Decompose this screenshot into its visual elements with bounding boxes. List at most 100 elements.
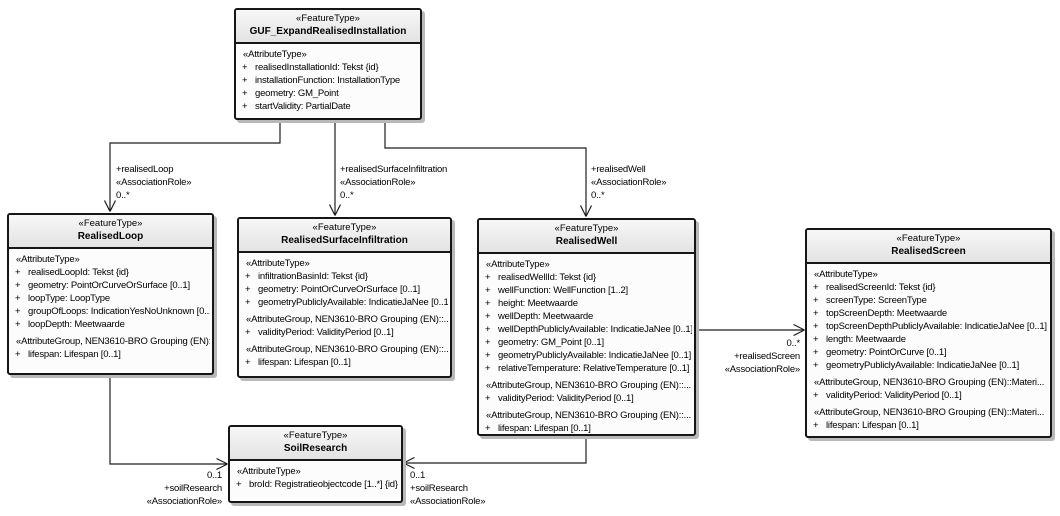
visibility-marker: + — [485, 337, 491, 348]
connector-realisedwell-to-soilresearch — [403, 436, 587, 470]
multiplicity: 0..* — [340, 190, 354, 201]
visibility-marker: + — [813, 295, 819, 306]
class-stereotype: «FeatureType» — [896, 233, 961, 244]
connector-realisedloop-to-soilresearch — [109, 375, 228, 471]
visibility-marker: + — [15, 319, 21, 330]
class-stereotype: «FeatureType» — [296, 13, 360, 24]
attributegroup-stereotype: «AttributeGroup, NEN3610-BRO Grouping (E… — [814, 407, 1045, 418]
visibility-marker: + — [15, 280, 21, 291]
visibility-marker: + — [245, 327, 251, 338]
attribute-row: +length: Meetwaarde — [813, 334, 906, 345]
visibility-marker: + — [245, 357, 251, 368]
visibility-marker: + — [242, 62, 248, 73]
visibility-marker: + — [245, 297, 251, 308]
role-name: +realisedWell — [591, 164, 646, 175]
associationrole-stereotype: «AssociationRole» — [410, 496, 486, 507]
attribute-row: +realisedWellId: Tekst {id} — [485, 272, 596, 283]
associationrole-stereotype: «AssociationRole» — [146, 496, 222, 507]
attribute-row: +loopDepth: Meetwaarde — [15, 319, 125, 330]
class-stereotype: «FeatureType» — [554, 223, 619, 234]
attributegroup-stereotype: «AttributeGroup, NEN3610-BRO Grouping (E… — [486, 380, 691, 391]
visibility-marker: + — [236, 479, 242, 490]
attributes-compartment: «AttributeType» +infiltrationBasinId: Te… — [239, 253, 450, 371]
visibility-marker: + — [813, 347, 819, 358]
attribute-row: +geometryPubliclyAvailable: IndicatieJaN… — [813, 360, 1020, 371]
visibility-marker: + — [813, 334, 819, 345]
class-stereotype: «FeatureType» — [283, 430, 348, 441]
multiplicity: 0..* — [116, 190, 130, 201]
uml-class-realisedwell[interactable]: «FeatureType» RealisedWell «AttributeTyp… — [477, 218, 696, 436]
attributetype-stereotype: «AttributeType» — [237, 466, 301, 477]
attributetype-stereotype: «AttributeType» — [486, 259, 550, 270]
visibility-marker: + — [245, 284, 251, 295]
class-title: «FeatureType» RealisedWell — [479, 220, 694, 254]
attribute-row: +realisedScreenId: Tekst {id} — [813, 282, 936, 293]
attribute-row: +topScreenDepthPubliclyAvailable: Indica… — [813, 321, 1047, 332]
multiplicity: 0..* — [591, 190, 605, 201]
uml-class-realisedsurfaceinfiltration[interactable]: «FeatureType» RealisedSurfaceInfiltratio… — [237, 217, 452, 378]
attribute-row: +wellFunction: WellFunction [1..2] — [485, 285, 628, 296]
assoc-label-realisedscreen: 0..* +realisedScreen «AssociationRole» — [688, 337, 800, 376]
uml-class-realisedloop[interactable]: «FeatureType» RealisedLoop «AttributeTyp… — [7, 213, 214, 375]
attributetype-stereotype: «AttributeType» — [243, 49, 307, 60]
attribute-row: +startValidity: PartialDate — [242, 101, 351, 112]
attributetype-stereotype: «AttributeType» — [246, 258, 310, 269]
attribute-row: +validityPeriod: ValidityPeriod [0..1] — [485, 393, 634, 404]
visibility-marker: + — [485, 363, 491, 374]
visibility-marker: + — [242, 88, 248, 99]
attribute-row: +loopType: LoopType — [15, 293, 110, 304]
attribute-row: +relativeTemperature: RelativeTemperatur… — [485, 363, 690, 374]
attribute-row: +topScreenDepth: Meetwaarde — [813, 308, 948, 319]
attribute-row: +geometry: PointOrCurve [0..1] — [813, 347, 947, 358]
attribute-row: +groupOfLoops: IndicationYesNoUnknown [0… — [15, 306, 210, 317]
uml-class-soilresearch[interactable]: «FeatureType» SoilResearch «AttributeTyp… — [228, 425, 403, 503]
connector-realisedwell-to-realisedscreen — [696, 323, 805, 337]
attribute-row: +geometry: PointOrCurveOrSurface [0..1] — [245, 284, 420, 295]
attribute-row: +lifespan: Lifespan [0..1] — [485, 423, 591, 434]
attributes-compartment: «AttributeType» +realisedLoopId: Tekst {… — [9, 249, 212, 363]
uml-class-realisedscreen[interactable]: «FeatureType» RealisedScreen «AttributeT… — [805, 228, 1052, 438]
multiplicity: 0..1 — [206, 470, 222, 481]
assoc-label-realisedwell: +realisedWell «AssociationRole» 0..* — [591, 163, 666, 202]
class-name: GUF_ExpandRealisedInstallation — [249, 26, 407, 37]
visibility-marker: + — [813, 308, 819, 319]
attributes-compartment: «AttributeType» +realisedInstallationId:… — [236, 44, 420, 115]
attribute-row: +validityPeriod: ValidityPeriod [0..1] — [813, 390, 962, 401]
visibility-marker: + — [813, 390, 819, 401]
attribute-row: +screenType: ScreenType — [813, 295, 927, 306]
visibility-marker: + — [15, 306, 21, 317]
role-name: +realisedSurfaceInfiltration — [340, 164, 448, 175]
attribute-row: +realisedLoopId: Tekst {id} — [15, 267, 129, 278]
class-name: RealisedScreen — [891, 246, 966, 257]
visibility-marker: + — [485, 298, 491, 309]
class-title: «FeatureType» SoilResearch — [230, 427, 401, 461]
visibility-marker: + — [485, 350, 491, 361]
role-name: +realisedScreen — [734, 351, 800, 362]
class-name: RealisedLoop — [77, 231, 144, 242]
attributes-compartment: «AttributeType» +broId: Registratieobjec… — [230, 461, 401, 493]
visibility-marker: + — [15, 349, 21, 360]
attribute-row: +lifespan: Lifespan [0..1] — [15, 349, 121, 360]
class-name: SoilResearch — [283, 443, 348, 454]
attribute-row: +lifespan: Lifespan [0..1] — [245, 357, 351, 368]
associationrole-stereotype: «AssociationRole» — [116, 177, 192, 188]
uml-class-guf-expandrealisedinstallation[interactable]: «FeatureType» GUF_ExpandRealisedInstalla… — [234, 8, 422, 120]
assoc-label-soilresearch-left: 0..1 +soilResearch «AssociationRole» — [98, 469, 222, 508]
associationrole-stereotype: «AssociationRole» — [591, 177, 667, 188]
attribute-row: +installationFunction: InstallationType — [242, 75, 401, 86]
attribute-row: +realisedInstallationId: Tekst {id} — [242, 62, 379, 73]
class-title: «FeatureType» GUF_ExpandRealisedInstalla… — [236, 10, 420, 44]
class-stereotype: «FeatureType» — [312, 222, 377, 233]
visibility-marker: + — [245, 271, 251, 282]
class-name: RealisedWell — [555, 236, 618, 247]
visibility-marker: + — [813, 360, 819, 371]
assoc-label-soilresearch-right: 0..1 +soilResearch «AssociationRole» — [410, 469, 485, 508]
attribute-row: +validityPeriod: ValidityPeriod [0..1] — [245, 327, 394, 338]
connector-guf-to-realisedsurfaceinfiltration — [328, 120, 342, 216]
attributes-compartment: «AttributeType» +realisedScreenId: Tekst… — [807, 264, 1050, 434]
role-name: +realisedLoop — [116, 164, 174, 175]
visibility-marker: + — [813, 420, 819, 431]
class-title: «FeatureType» RealisedSurfaceInfiltratio… — [239, 219, 450, 253]
attributetype-stereotype: «AttributeType» — [814, 269, 878, 280]
